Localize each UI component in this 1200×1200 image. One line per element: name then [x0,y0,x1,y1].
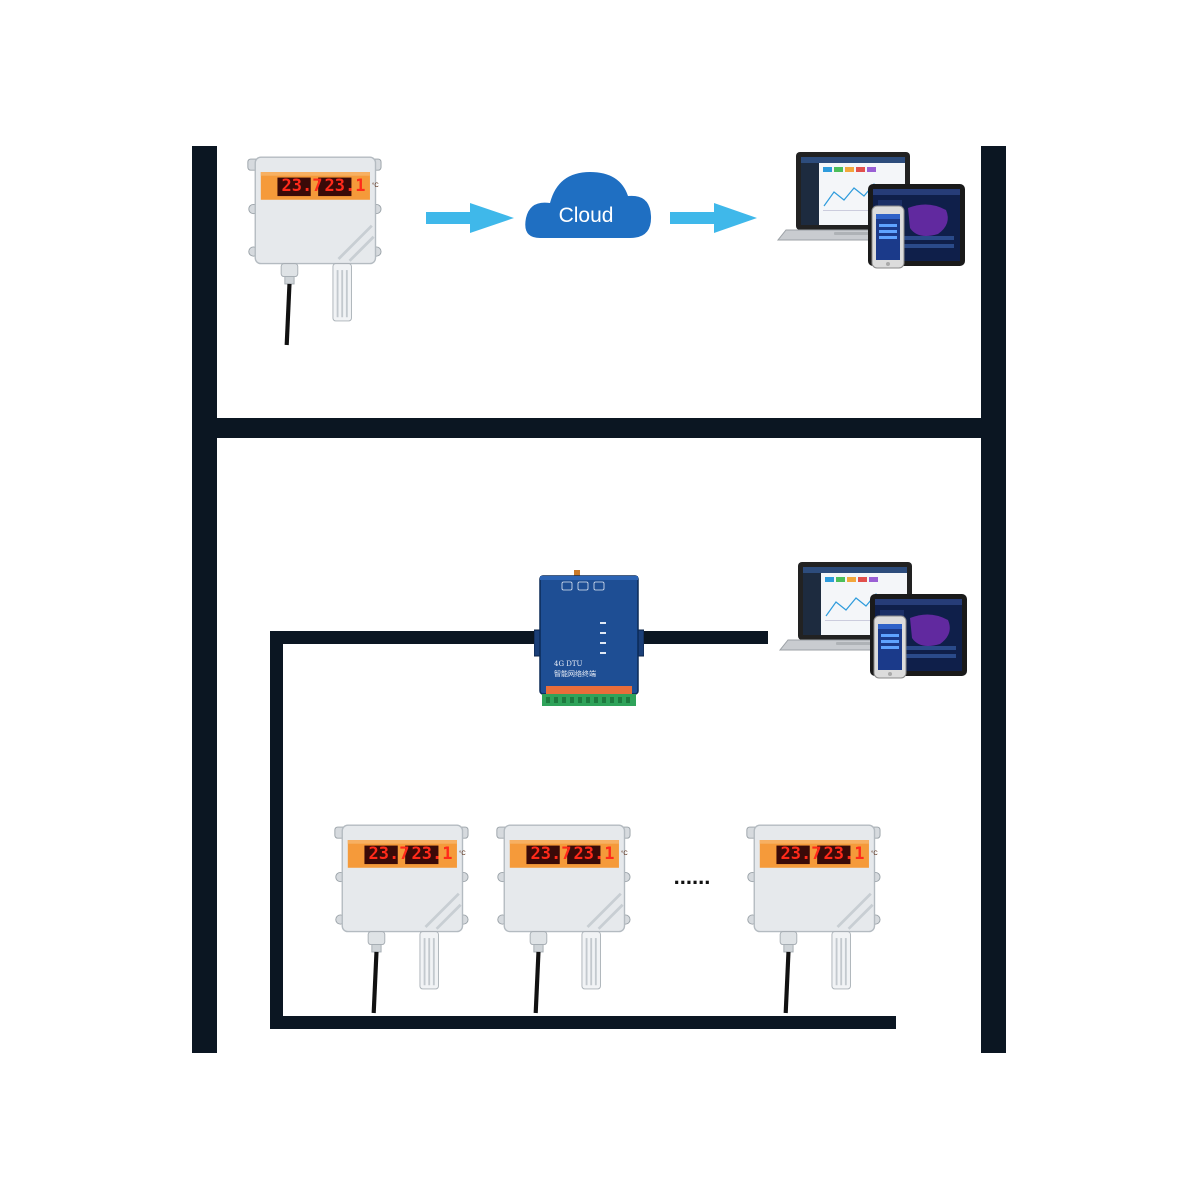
frame-left-post [192,146,217,1053]
sensor-bottom-2-reading-1: 23.7 [531,844,572,864]
sensor-bottom-3-reading-2: 23.1 [824,844,865,864]
frame-right-post [981,146,1006,1053]
devices-bottom [779,561,968,679]
dtu-subtitle: 智能网络终端 [554,669,596,678]
bus-wiring [270,631,896,1029]
ellipsis-more-sensors: ...... [674,864,711,889]
top-panel: 23.7 23.1 °C Cloud [248,151,966,345]
dtu-gateway: 4G DTU 智能网络终端 [534,570,644,707]
sensor-bottom-1-reading-2: 23.1 [412,844,453,864]
frame [192,146,1006,1053]
sensor-bottom-2: 23.7 23.1 °C [497,825,630,1013]
arrow-right-icon [426,203,514,233]
devices-top [777,151,966,269]
arrow-right-icon [670,203,757,233]
sensor-bottom-2-reading-2: 23.1 [574,844,615,864]
sensor-bottom-3: 23.7 23.1 °C [747,825,880,1013]
bottom-panel: 4G DTU 智能网络终端 23.7 23.1 °C 23.7 23.1 °C … [270,561,968,1029]
cloud-label: Cloud [559,204,614,227]
sensor-bottom-3-reading-1: 23.7 [781,844,822,864]
dtu-model: 4G DTU [554,660,583,668]
frame-divider [192,418,1006,438]
sensor-top: 23.7 23.1 °C [248,157,381,345]
sensor-bottom-1-unit: °C [459,851,466,857]
sensor-top-reading-2: 23.1 [325,176,366,196]
sensor-top-unit: °C [372,183,379,189]
cloud-icon: Cloud [525,172,652,238]
sensor-bottom-1: 23.7 23.1 °C [335,825,468,1013]
sensor-bottom-2-unit: °C [621,851,628,857]
sensor-bottom-1-reading-1: 23.7 [369,844,410,864]
sensor-bottom-3-unit: °C [871,851,878,857]
sensor-top-reading-1: 23.7 [282,176,323,196]
